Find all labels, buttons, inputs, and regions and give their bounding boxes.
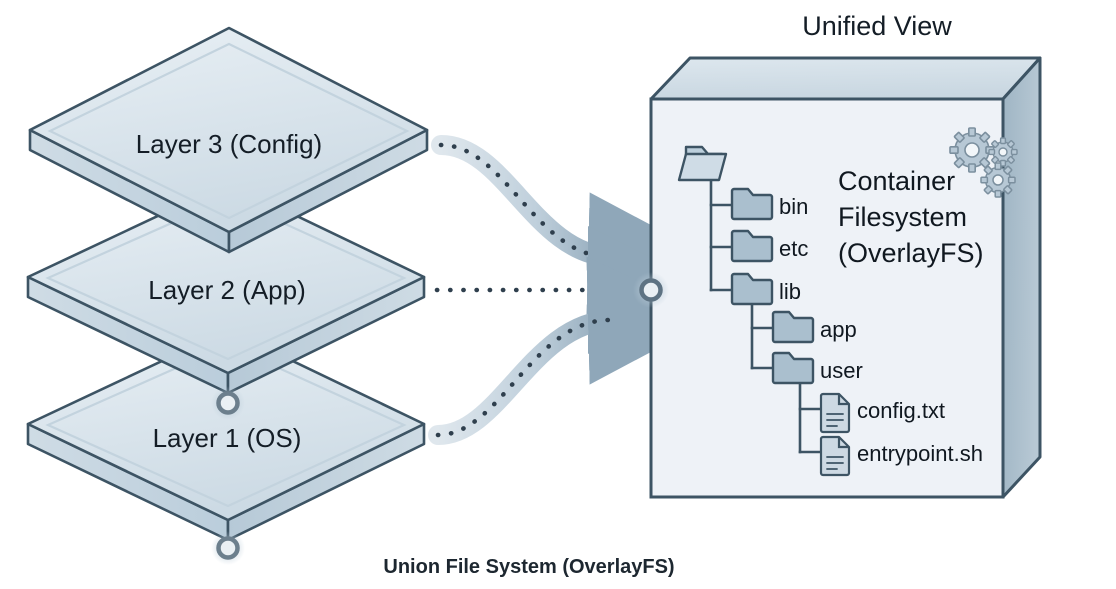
tree-node-etc-label: etc [779,236,808,261]
tree-node-entrypoint-sh-label: entrypoint.sh [857,441,983,466]
tree-node-root[interactable] [677,145,728,182]
folder-icon [730,272,774,306]
tree-node-bin-label: bin [779,194,808,219]
layer-1-rim [45,343,407,508]
container-filesystem-heading: Container Filesystem (OverlayFS) [838,166,984,268]
layer-2-rim [45,196,407,361]
diagram-caption: Union File System (OverlayFS) [383,556,674,578]
box-right-face [1001,56,1042,499]
folder-icon [730,229,774,263]
layer-3-top [28,26,429,234]
tree-node-config-txt[interactable]: config.txt [819,392,945,434]
layer-2[interactable]: Layer 2 (App) [26,181,426,395]
connector-box[interactable] [633,272,669,308]
tree-node-lib[interactable]: lib [730,272,801,306]
folder-icon [771,351,815,385]
layer-1-top [26,328,426,522]
tree-node-entrypoint-sh[interactable]: entrypoint.sh [819,435,983,477]
gear-large-icon [949,127,995,173]
tree-node-etc[interactable]: etc [730,229,808,263]
tree-node-config-txt-label: config.txt [857,398,945,423]
tree-connectors-level-1 [709,180,733,292]
tree-node-app-label: app [820,317,857,342]
file-icon [819,435,851,477]
tree-node-user[interactable]: user [771,351,863,385]
connector-mid-dot [216,391,240,415]
fs-heading-line-1: Container [838,166,955,196]
connector-bottom-dot [216,536,240,560]
connector-mid[interactable] [211,386,245,420]
layer-3[interactable]: Layer 3 (Config) [28,26,429,254]
tree-connectors-level-3 [798,382,822,454]
layer-2-label: Layer 2 (App) [148,275,306,305]
open-folder-icon [677,145,728,182]
layer-3-rim [47,42,410,220]
arrow-layer-1 [428,256,716,445]
fs-heading-line-2: Filesystem [838,202,967,232]
gear-cluster [949,127,1018,198]
tree-node-app[interactable]: app [771,310,857,344]
tree-node-user-label: user [820,358,863,383]
gear-small-icon [988,137,1018,167]
layer-1-label: Layer 1 (OS) [153,423,302,453]
folder-icon [771,310,815,344]
tree-node-lib-label: lib [779,279,801,304]
layer-1[interactable]: Layer 1 (OS) [26,328,426,542]
connector-bottom[interactable] [211,531,245,565]
folder-icon [730,187,774,221]
file-tree[interactable]: bin etc lib app user [677,145,983,477]
flow-arrows [428,135,716,445]
unified-view-title: Unified View [802,11,952,41]
fs-heading-line-3: (OverlayFS) [838,238,984,268]
layer-2-top [26,181,426,375]
connector-box-dot [639,278,663,302]
box-top-face [649,56,1042,101]
gear-medium-icon [980,162,1016,198]
tree-node-bin[interactable]: bin [730,187,808,221]
layer-3-label: Layer 3 (Config) [136,129,322,159]
tree-connectors-level-2 [750,303,774,370]
file-icon [819,392,851,434]
arrow-layer-3 [431,135,716,321]
